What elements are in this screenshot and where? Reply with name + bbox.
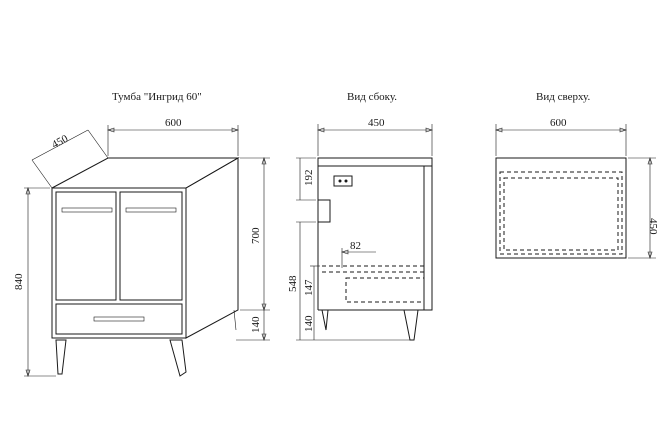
left-door <box>55 191 117 301</box>
side-view-title: Вид сбоку. <box>347 91 397 103</box>
drawer-handle <box>93 316 145 322</box>
top-inner-dashed-outer <box>499 171 623 255</box>
side-dim-147-label: 147 <box>303 279 315 296</box>
top-view-title: Вид сверху. <box>536 91 590 103</box>
cabinet-front-face <box>51 187 187 339</box>
front-left-leg <box>55 339 67 375</box>
right-door <box>119 191 183 301</box>
side-front-panel <box>423 165 433 311</box>
right-door-handle <box>125 207 177 213</box>
side-drawer-dashed <box>345 277 425 303</box>
side-back-leg <box>321 309 329 331</box>
side-dim-depth-label: 450 <box>368 117 385 129</box>
left-door-handle <box>61 207 113 213</box>
cabinet-top-face <box>51 157 240 189</box>
side-dim-192-label: 192 <box>303 170 315 187</box>
socket-box <box>333 175 353 187</box>
dim-depth-label: 450 <box>50 133 71 152</box>
dim-width-label: 600 <box>165 117 182 129</box>
side-front-leg <box>403 309 419 341</box>
side-dim-548-label: 548 <box>287 275 299 292</box>
siphon-notch <box>318 199 331 223</box>
cabinet-side-face <box>185 157 239 339</box>
front-view-title: Тумба "Ингрид 60" <box>112 91 202 103</box>
top-view: 600 450 <box>495 117 659 259</box>
top-dim-width-label: 600 <box>550 117 567 129</box>
side-dim-140-label: 140 <box>303 315 315 332</box>
side-dim-82-label: 82 <box>350 240 361 252</box>
dim-leg-label: 140 <box>250 316 262 333</box>
top-dim-depth-label: 450 <box>647 218 659 235</box>
dim-line-depth <box>31 129 89 161</box>
side-top-board <box>317 157 433 167</box>
front-view: 600 450 840 700 140 <box>13 117 270 377</box>
back-right-leg <box>233 309 237 331</box>
dim-total-height-label: 840 <box>13 273 25 290</box>
dim-body-height-label: 700 <box>250 227 262 244</box>
top-outline <box>495 157 627 259</box>
front-right-leg <box>169 339 187 377</box>
drawer-front <box>55 303 183 335</box>
side-view: 450 192 548 147 140 82 <box>287 117 433 341</box>
top-inner-dashed-inner <box>503 177 619 251</box>
